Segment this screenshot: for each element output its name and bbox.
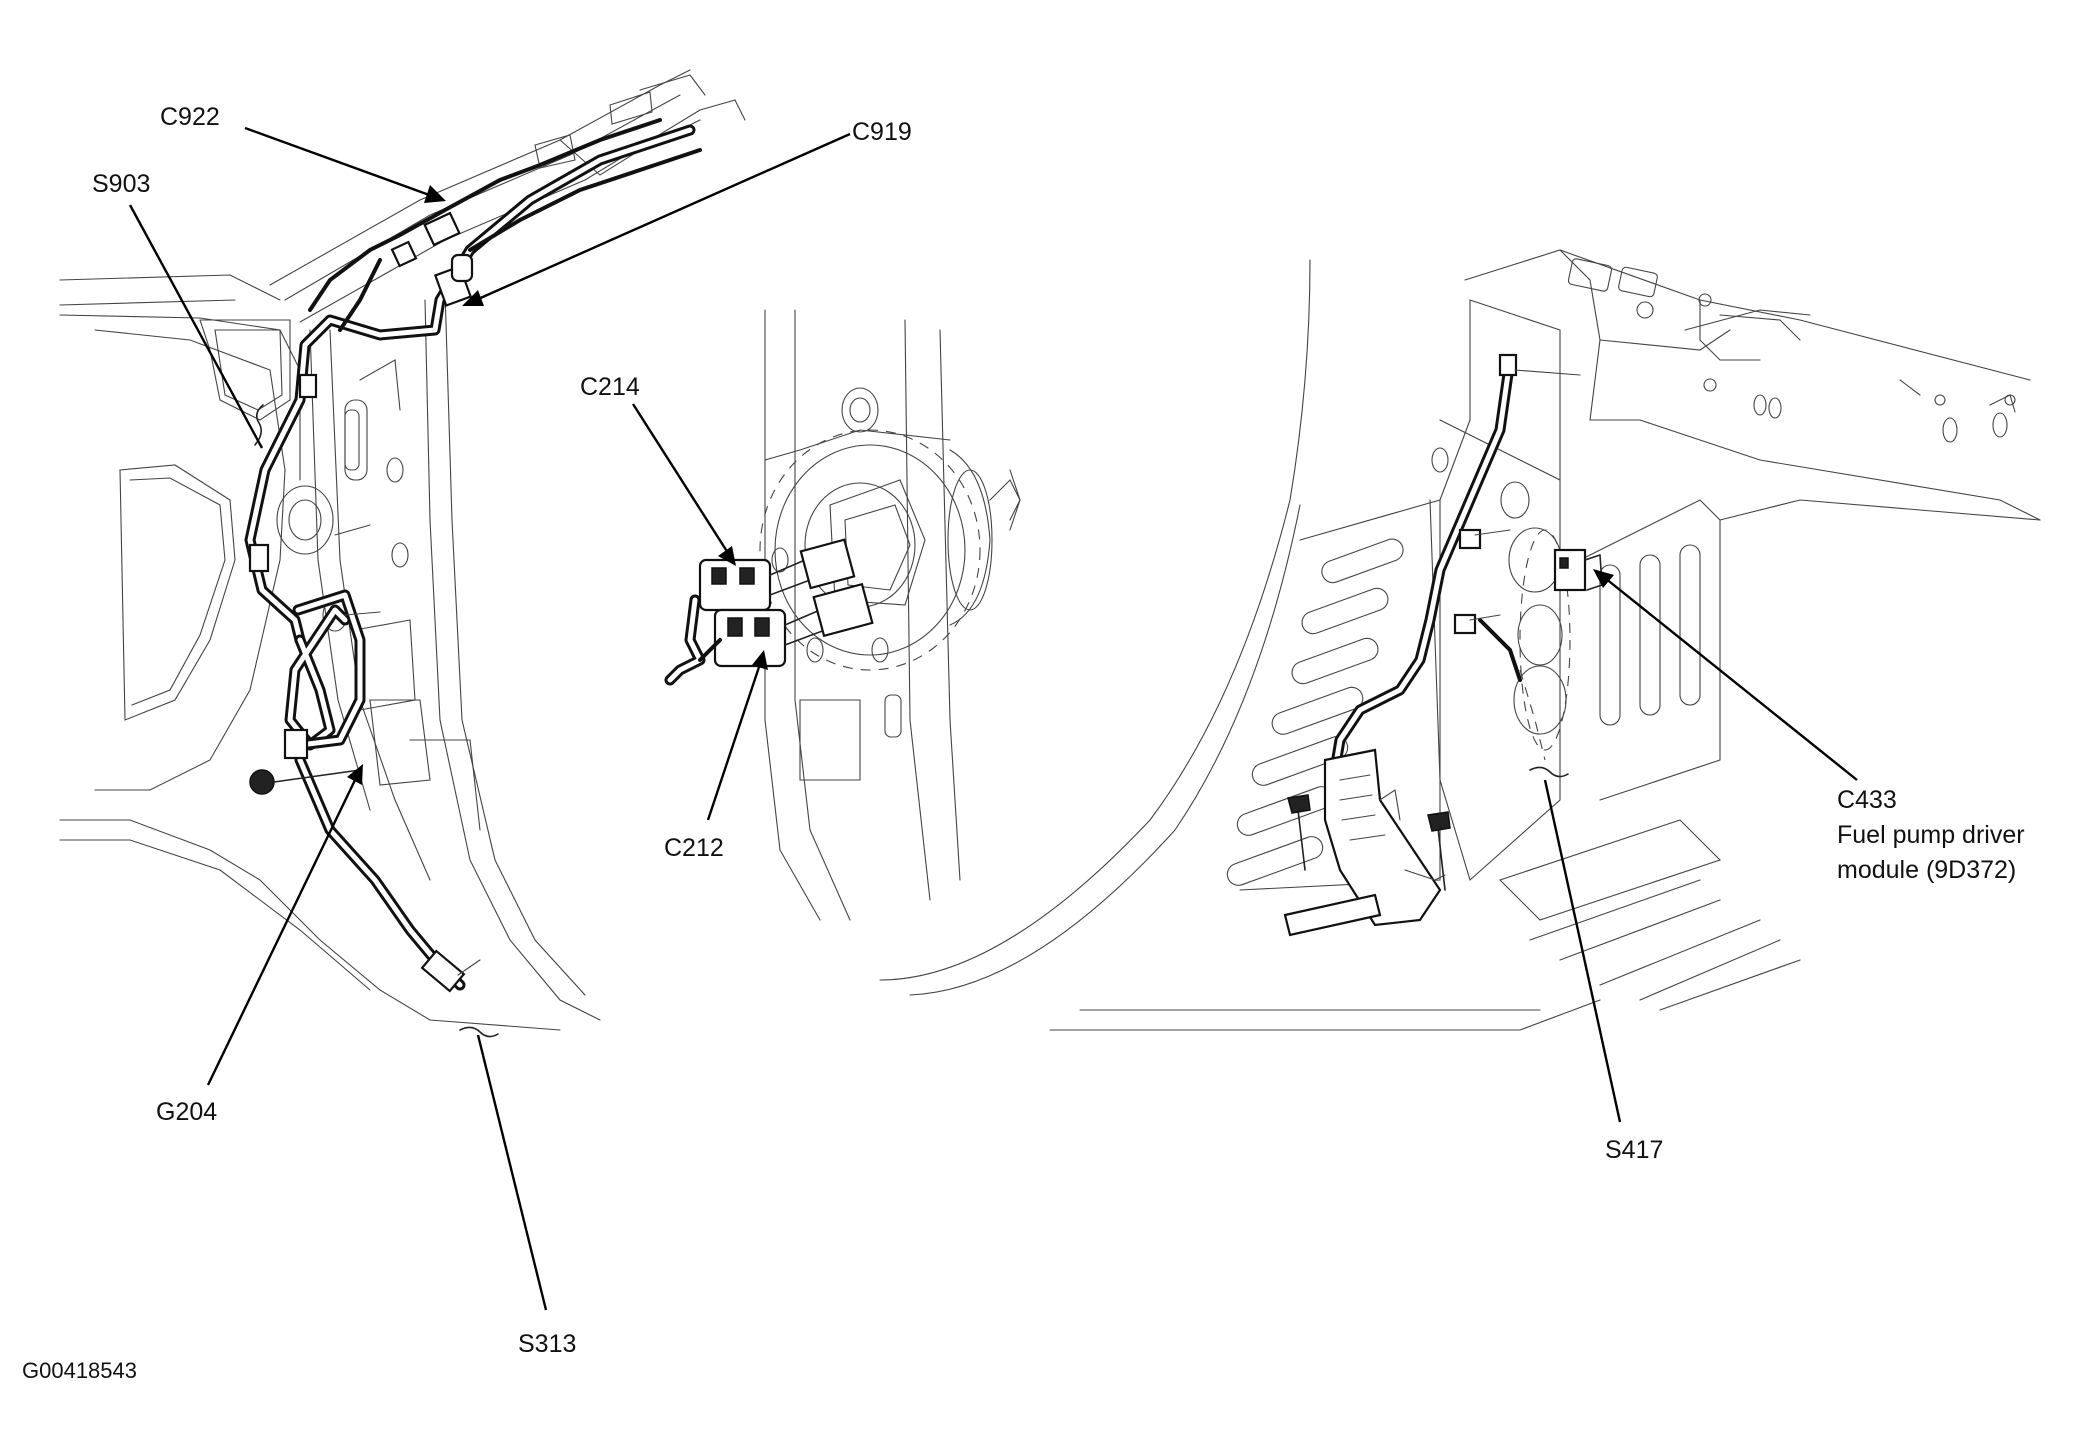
figure-id: G00418543: [22, 1358, 137, 1383]
label-s417: S417: [1605, 1136, 1663, 1164]
label-c922: C922: [160, 103, 220, 131]
middle-view-body-structure: [759, 309, 1021, 921]
label-c212: C212: [664, 834, 724, 862]
right-view-harness: [1283, 353, 1603, 937]
right-view-body-structure: [879, 249, 2041, 1031]
label-g204: G204: [156, 1098, 217, 1126]
leader-lines: [128, 126, 1858, 1311]
label-c433-line2: module (9D372): [1837, 856, 2016, 884]
c212-connector: [713, 608, 826, 668]
label-c433-line1: Fuel pump driver: [1837, 821, 2025, 849]
label-s313: S313: [518, 1330, 576, 1358]
label-s903: S903: [92, 170, 150, 198]
middle-view-connectors: [664, 538, 874, 686]
component-labels: C922 C919 S903 C214 C212 G204 S313 S417 …: [22, 103, 2025, 1383]
module-bracket: [1283, 748, 1446, 937]
corrugated-panel-right: [1579, 499, 2041, 801]
label-c433-code: C433: [1837, 786, 1897, 814]
label-c214: C214: [580, 373, 640, 401]
left-view-harness: [244, 118, 702, 1038]
label-c919: C919: [852, 118, 912, 146]
c214-connector: [698, 558, 811, 612]
left-view-body-structure: [59, 69, 746, 1031]
